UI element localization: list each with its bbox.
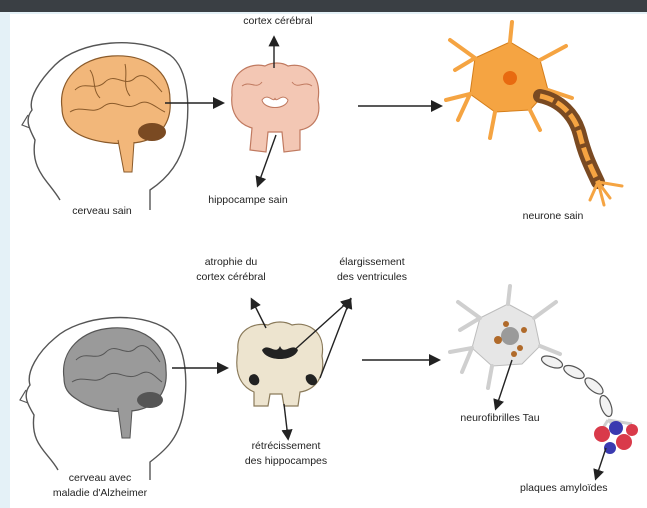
label-cerveau-sain: cerveau sain bbox=[52, 205, 152, 218]
label-atrophie-line1: atrophie du bbox=[176, 256, 286, 269]
label-neurofibrilles-tau: neurofibrilles Tau bbox=[440, 412, 560, 425]
label-atrophie-line2: cortex cérébral bbox=[176, 271, 286, 284]
label-hippocampe-sain: hippocampe sain bbox=[188, 194, 308, 207]
alzheimer-brain-section bbox=[237, 322, 323, 406]
label-cortex-cerebral: cortex cérébral bbox=[228, 15, 328, 28]
label-plaques-amyloides: plaques amyloïdes bbox=[520, 482, 647, 495]
alzheimer-neuron bbox=[450, 286, 638, 454]
label-elargissement-line2: des ventricules bbox=[312, 271, 432, 284]
label-cerveau-alzheimer-line2: maladie d'Alzheimer bbox=[30, 487, 170, 500]
amyloid-plaques bbox=[594, 421, 638, 454]
healthy-brain-icon bbox=[62, 56, 171, 172]
label-retrecissement-line2: des hippocampes bbox=[226, 455, 346, 468]
label-neurone-sain: neurone sain bbox=[498, 210, 608, 223]
alzheimer-brain-icon bbox=[64, 328, 167, 438]
label-cerveau-alzheimer-line1: cerveau avec bbox=[40, 472, 160, 485]
healthy-neuron bbox=[446, 22, 622, 205]
label-retrecissement-line1: rétrécissement bbox=[226, 440, 346, 453]
label-elargissement-line1: élargissement bbox=[312, 256, 432, 269]
